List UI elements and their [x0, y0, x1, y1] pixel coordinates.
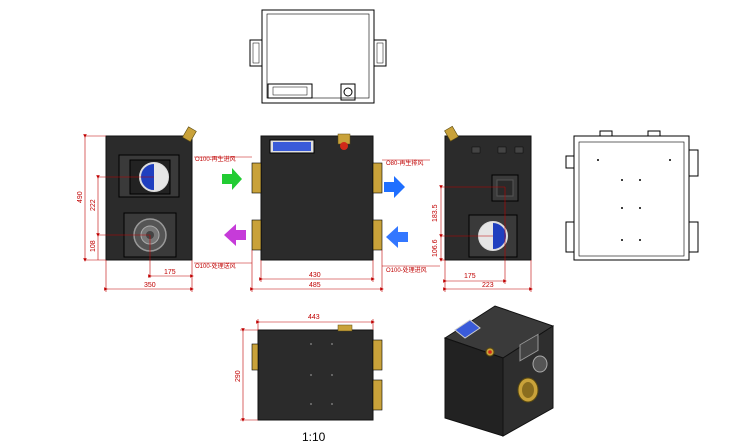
rear-view — [565, 130, 699, 261]
left-side-view — [105, 126, 197, 261]
dim-bottom-290: 290 — [235, 370, 242, 382]
flow-arrows — [222, 168, 408, 248]
process-in-arrow — [386, 226, 408, 248]
bottom-dimensions — [240, 319, 375, 422]
dim-right-183: 183.5 — [432, 204, 439, 222]
front-view — [251, 133, 383, 261]
dim-left-lower: 108 — [90, 240, 97, 252]
scale-label: 1:10 — [302, 430, 326, 441]
label-process-out: Ο100-处理送风 — [195, 262, 236, 270]
front-dimensions — [250, 250, 384, 292]
dim-bottom-443: 443 — [308, 314, 320, 321]
dim-front-485: 485 — [309, 282, 321, 289]
top-view — [249, 9, 387, 104]
dim-left-175: 175 — [164, 269, 176, 276]
isometric-view — [443, 305, 555, 437]
dim-left-upper: 222 — [90, 199, 97, 211]
dim-right-223: 223 — [482, 282, 494, 289]
regen-out-arrow — [384, 176, 405, 198]
right-dimensions — [439, 185, 533, 292]
right-side-view — [444, 125, 532, 261]
dim-left-height: 490 — [77, 191, 84, 203]
dim-front-430: 430 — [309, 272, 321, 279]
bottom-view — [251, 324, 383, 421]
process-out-arrow — [224, 224, 246, 246]
dim-right-175: 175 — [464, 273, 476, 280]
dim-left-350: 350 — [144, 282, 156, 289]
regen-in-arrow — [222, 168, 242, 190]
label-regen-out: Ο80-再生排风 — [386, 159, 423, 167]
dim-right-106: 106.6 — [432, 239, 439, 257]
left-dimensions — [83, 134, 194, 292]
label-process-in: Ο100-处理进风 — [386, 266, 427, 274]
label-regen-in: Ο100-再生进风 — [195, 155, 236, 163]
